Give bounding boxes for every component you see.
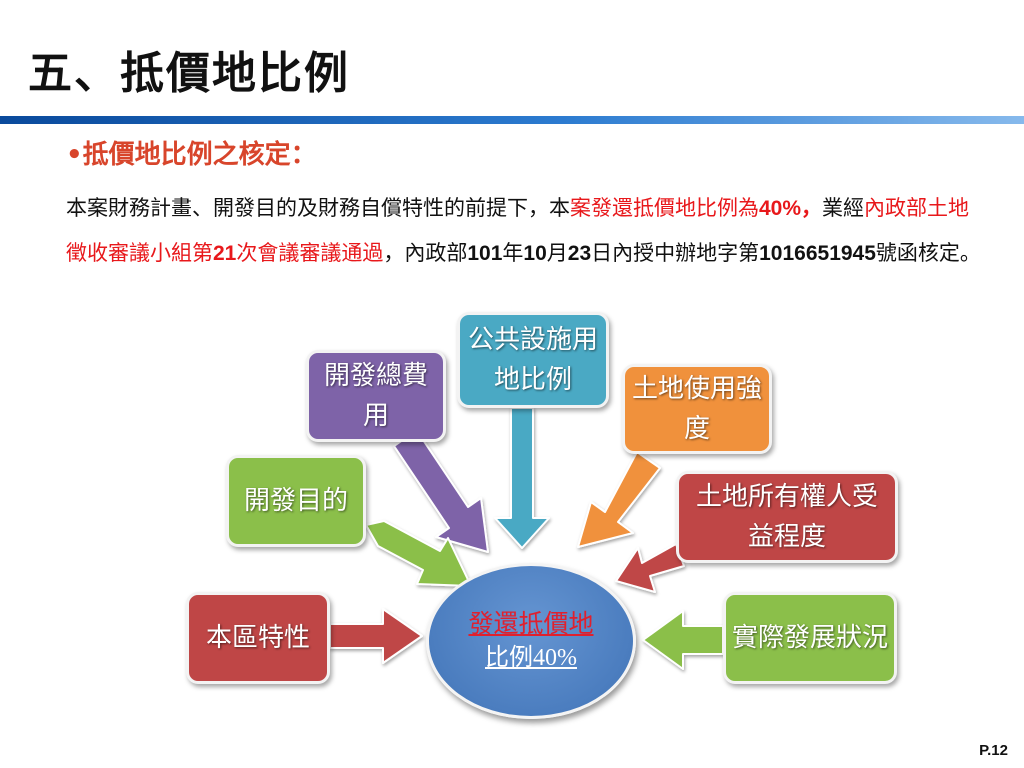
factor-actual-dev: 實際發展狀況	[723, 592, 897, 684]
slide-title: 五、抵價地比例	[28, 48, 350, 99]
factor-land-use-label: 土地使用強度	[631, 374, 762, 444]
factor-area-character-label: 本區特性	[205, 623, 310, 653]
factor-owner-benefit-label: 土地所有權人受益程度	[695, 482, 878, 552]
arrow-actual-dev	[642, 610, 724, 670]
factor-dev-purpose-label: 開發目的	[243, 486, 348, 516]
factor-land-use: 土地使用強度	[622, 364, 772, 454]
arrow-public-facility	[494, 407, 550, 549]
body-text-5: 月	[546, 241, 568, 265]
factor-dev-purpose: 開發目的	[226, 455, 366, 547]
factor-public-facility-label: 公共設施用地比例	[467, 325, 598, 395]
section-subtitle: •抵價地比例之核定：	[66, 140, 317, 170]
body-highlight-approved: 次會議審議通過	[236, 241, 384, 265]
factor-dev-cost: 開發總費用	[306, 350, 446, 442]
arrow-owner-benefit	[615, 543, 685, 593]
body-text-4: 年	[502, 241, 524, 265]
body-text-7: 號函核定。	[875, 241, 981, 265]
body-highlight-ratio: 案發還抵價地比例為	[570, 196, 759, 220]
arrow-dev-cost	[393, 424, 489, 553]
factor-owner-benefit: 土地所有權人受益程度	[676, 471, 898, 563]
factor-dev-cost-label: 開發總費用	[323, 361, 428, 431]
body-paragraph: 本案財務計畫、開發目的及財務自償特性的前提下，本案發還抵價地比例為40%，業經內…	[66, 186, 986, 276]
factor-public-facility: 公共設施用地比例	[457, 312, 609, 408]
body-day: 23	[567, 242, 592, 265]
arrow-area-character	[329, 608, 423, 664]
body-year: 101	[467, 242, 503, 265]
body-text-6: 日內授中辦地字第	[591, 241, 760, 265]
body-text-1: 本案財務計畫、開發目的及財務自償特性的前提下，本	[66, 196, 570, 220]
body-highlight-percent: 40%，	[759, 197, 823, 220]
body-text-3: ，內政部	[383, 241, 468, 265]
title-underline-bar	[0, 116, 1024, 124]
factor-area-character: 本區特性	[186, 592, 330, 684]
center-ellipse: 發還抵價地 比例40%	[426, 563, 636, 719]
body-doc-number: 1016651945	[759, 242, 876, 265]
page-number: P.12	[979, 742, 1008, 759]
factor-actual-dev-label: 實際發展狀況	[732, 623, 889, 653]
body-month: 10	[523, 242, 547, 265]
body-text-2: 業經	[822, 196, 865, 220]
body-highlight-meeting-no: 21	[213, 242, 237, 265]
center-label-line1: 發還抵價地	[468, 609, 594, 638]
body-highlight-committee: 內政部土地徵收審議小組第	[66, 196, 970, 265]
center-label-line2: 比例40%	[485, 645, 577, 671]
arrow-land-use	[577, 451, 661, 548]
